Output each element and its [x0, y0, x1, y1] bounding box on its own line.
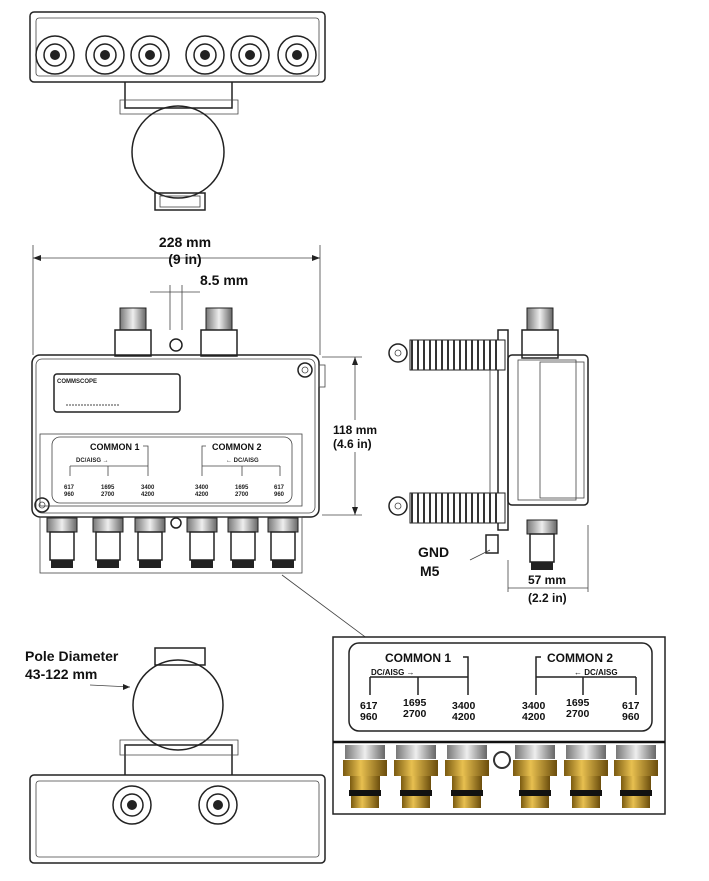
- front-port5-b: 2700: [235, 492, 249, 498]
- port2-freq-high: 2700: [403, 708, 427, 720]
- bottom-view: Pole Diameter 43-122 mm: [25, 647, 326, 864]
- front-dc-aisg-1: DC/AISG →: [76, 458, 109, 464]
- front-dc-aisg-2: ← DC/AISG: [226, 458, 259, 464]
- port2-freq-low: 1695: [403, 697, 427, 709]
- port4-freq-low: 3400: [522, 700, 546, 712]
- width-in: (9 in): [168, 251, 201, 267]
- port-detail-inset: COMMON 1 COMMON 2 DC/AISG → ← DC/AISG 61…: [332, 636, 666, 815]
- front-top-connectors: [114, 307, 238, 357]
- common-1-label: COMMON 1: [385, 651, 451, 665]
- height-dimension: 118 mm (4.6 in): [322, 356, 377, 516]
- top-view: [29, 11, 326, 211]
- front-port4-a: 3400: [195, 485, 209, 491]
- height-mm: 118 mm: [333, 423, 377, 437]
- front-port4-b: 4200: [195, 492, 209, 498]
- port6-freq-low: 617: [622, 700, 640, 712]
- front-port2-b: 2700: [101, 492, 115, 498]
- dc-aisg-2-label: ← DC/AISG: [574, 668, 618, 677]
- port6-freq-high: 960: [622, 711, 640, 723]
- width-mm: 228 mm: [159, 234, 211, 250]
- ground-label: GND: [418, 544, 449, 560]
- depth-mm: 57 mm: [528, 573, 566, 587]
- side-view: GND M5: [388, 307, 589, 579]
- front-port6-b: 960: [274, 492, 285, 498]
- height-in: (4.6 in): [333, 437, 372, 451]
- top-connectors: [35, 35, 317, 75]
- depth-dimension: 57 mm (2.2 in): [507, 525, 589, 605]
- front-port2-a: 1695: [101, 485, 115, 491]
- common-2-label: COMMON 2: [547, 651, 613, 665]
- dc-aisg-1-label: DC/AISG →: [371, 668, 415, 677]
- side-threaded-rods: [388, 339, 506, 524]
- front-common-2: COMMON 2: [212, 442, 262, 452]
- port1-freq-high: 960: [360, 711, 378, 723]
- detail-leader-line: [281, 574, 373, 643]
- port5-freq-low: 1695: [566, 697, 590, 709]
- front-common-1: COMMON 1: [90, 442, 140, 452]
- front-bottom-connectors: [46, 517, 299, 568]
- ground-size: M5: [420, 563, 440, 579]
- port4-freq-high: 4200: [522, 711, 546, 723]
- front-port1-b: 960: [64, 492, 75, 498]
- front-port1-a: 617: [64, 485, 75, 491]
- spacing-mm: 8.5 mm: [200, 272, 248, 288]
- front-port3-b: 4200: [141, 492, 155, 498]
- port1-freq-low: 617: [360, 700, 378, 712]
- depth-in: (2.2 in): [528, 591, 567, 605]
- pole-diameter-label: Pole Diameter: [25, 648, 119, 664]
- front-port5-a: 1695: [235, 485, 249, 491]
- brand-label: COMMSCOPE: [57, 379, 97, 385]
- pole-diameter-range: 43-122 mm: [25, 666, 97, 682]
- port5-freq-high: 2700: [566, 708, 590, 720]
- brass-connectors: [343, 745, 658, 808]
- front-port6-a: 617: [274, 485, 285, 491]
- spacing-dimension: 8.5 mm: [150, 272, 248, 330]
- port3-freq-high: 4200: [452, 711, 476, 723]
- width-dimension: 228 mm (9 in): [32, 234, 321, 355]
- port3-freq-low: 3400: [452, 700, 476, 712]
- front-view: COMMSCOPE COMMON 1 COMMON 2 DC/AISG → ← …: [31, 307, 326, 574]
- front-port3-a: 3400: [141, 485, 155, 491]
